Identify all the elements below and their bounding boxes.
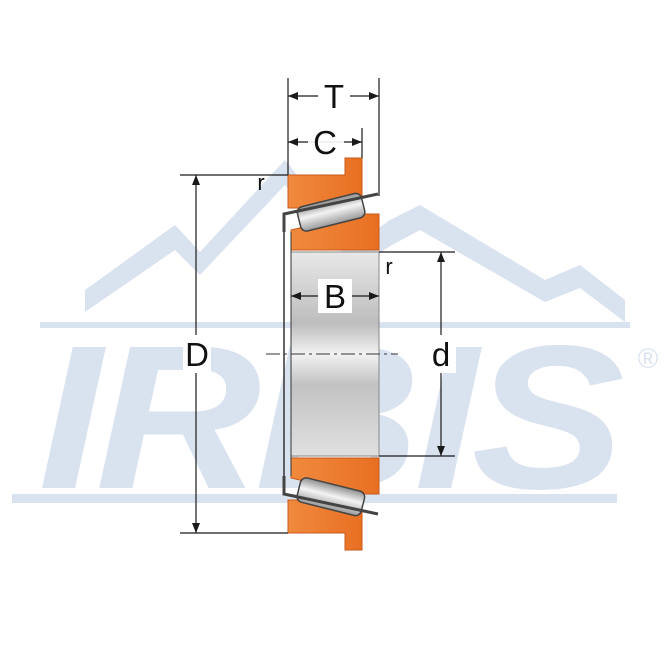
- label-r-inner: r: [385, 254, 392, 279]
- label-r-top: r: [257, 170, 264, 195]
- roller-top: [296, 192, 366, 232]
- label-D: D: [185, 336, 209, 373]
- label-B: B: [324, 278, 346, 315]
- cage-top: [282, 192, 379, 232]
- cage-bottom: [282, 476, 379, 516]
- label-C: C: [313, 124, 337, 161]
- registered-mark: ®: [638, 343, 659, 374]
- bearing-section: [282, 157, 380, 551]
- label-d: d: [432, 336, 450, 373]
- label-T: T: [324, 78, 344, 115]
